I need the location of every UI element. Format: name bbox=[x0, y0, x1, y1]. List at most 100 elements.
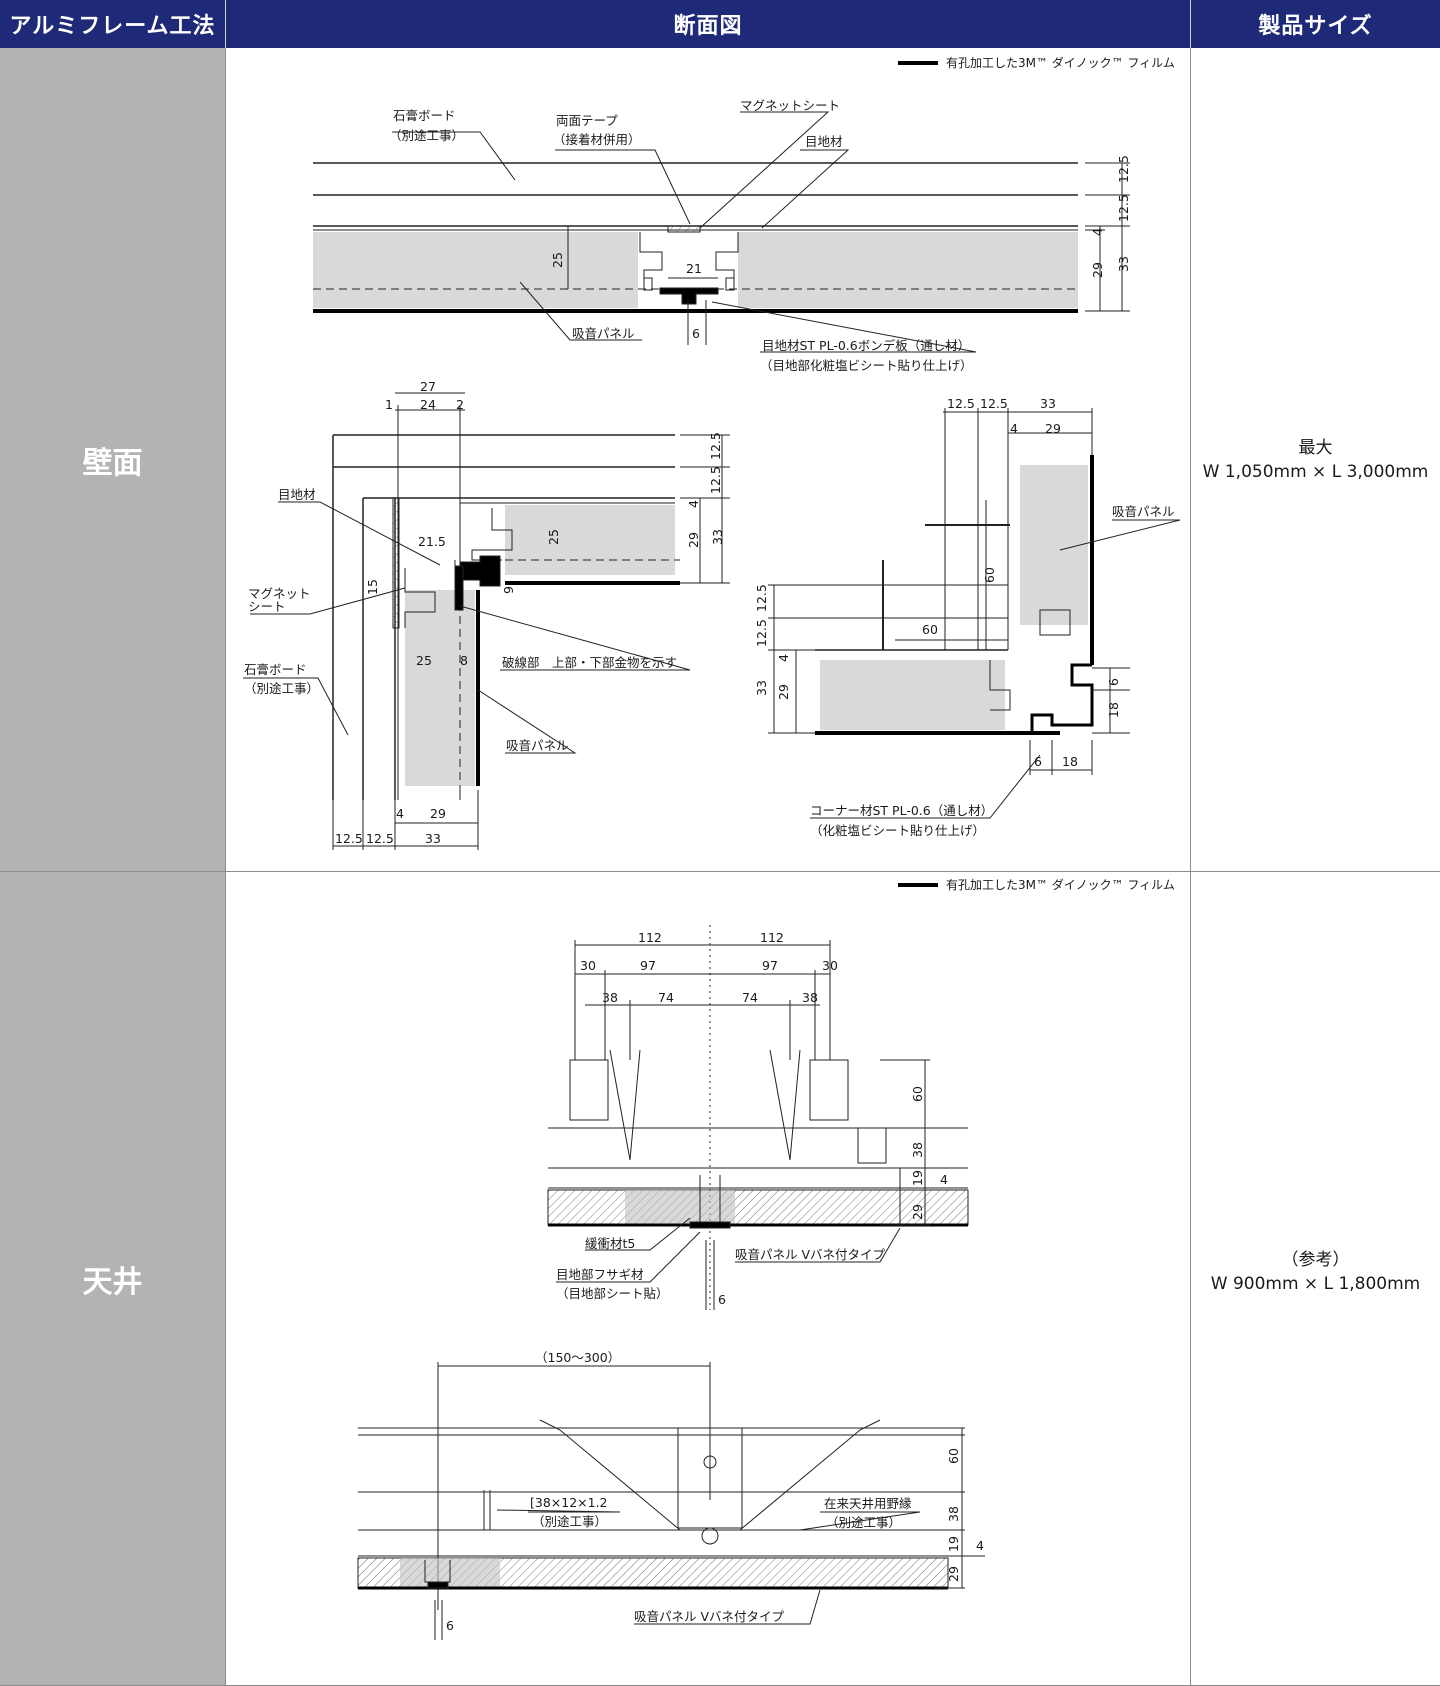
ceiling-section-cell bbox=[226, 872, 1191, 1686]
dim-wi-10: 21.5 bbox=[418, 534, 446, 549]
lbl-wi-panel: 吸音パネル bbox=[506, 738, 569, 753]
lbl-wo-corner-sub: （化粧塩ビシート貼り仕上げ） bbox=[810, 823, 985, 838]
dim-wi-12: 15 bbox=[365, 579, 380, 595]
dim-wi-8: 33 bbox=[710, 529, 725, 545]
dim-wi-15: 4 bbox=[396, 806, 404, 821]
lbl-joint-st: 目地材ST PL-0.6ボンデ板（通し材） bbox=[762, 338, 970, 353]
dim-wi-19: 33 bbox=[425, 831, 441, 846]
dim-wi-9: 25 bbox=[546, 529, 561, 545]
dim-wi-6: 4 bbox=[686, 500, 701, 508]
dim-ct-10: 60 bbox=[910, 1086, 925, 1102]
lbl-tape: 両面テープ bbox=[556, 113, 618, 128]
dim-wo-8: 12.5 bbox=[754, 584, 769, 612]
wall-size-line1: 最大 bbox=[1298, 438, 1333, 458]
lbl-wi-magnet1: マグネット bbox=[248, 586, 311, 601]
dim-wo-15: 6 bbox=[1034, 754, 1042, 769]
dim-wt-7: 6 bbox=[692, 326, 700, 341]
dim-ct-6: 38 bbox=[602, 990, 618, 1005]
dim-wo-16: 18 bbox=[1062, 754, 1078, 769]
dim-cb-range: （150〜300） bbox=[535, 1350, 620, 1365]
dim-wo-14: 18 bbox=[1106, 702, 1121, 718]
lbl-gypsum: 石膏ボード bbox=[393, 108, 456, 123]
dim-wi-18: 12.5 bbox=[366, 831, 394, 846]
lbl-wo-corner: コーナー材ST PL-0.6（通し材） bbox=[810, 803, 993, 818]
ceiling-bottom-labels: （150〜300） 60 38 19 4 29 6 [38×12×1.2 （別途… bbox=[446, 1350, 984, 1633]
dim-wi-16: 29 bbox=[430, 806, 446, 821]
dim-wi-0: 27 bbox=[420, 379, 436, 394]
dim-wo-11: 33 bbox=[754, 680, 769, 696]
lbl-wi-gypsum: 石膏ボード bbox=[244, 662, 307, 677]
lbl-wi-magnet2: シート bbox=[248, 599, 286, 614]
dim-ct-8: 74 bbox=[742, 990, 758, 1005]
dim-wo-2: 33 bbox=[1040, 396, 1056, 411]
lbl-cb-channel: [38×12×1.2 bbox=[530, 1495, 608, 1510]
dim-wo-4: 29 bbox=[1045, 421, 1061, 436]
dim-wo-5: 60 bbox=[982, 567, 997, 583]
dim-wt-3: 29 bbox=[1090, 262, 1105, 278]
wall-top-diagram bbox=[313, 111, 1130, 353]
dim-wt-4: 33 bbox=[1116, 256, 1131, 272]
lbl-ct-sheet: （目地部シート貼） bbox=[556, 1286, 669, 1301]
lbl-magnet: マグネットシート bbox=[740, 98, 840, 113]
lbl-cb-channel-sub: （別途工事） bbox=[532, 1514, 607, 1529]
dim-wt-0: 12.5 bbox=[1116, 155, 1131, 183]
dim-wi-17: 12.5 bbox=[335, 831, 363, 846]
dim-wi-11: 6 bbox=[501, 586, 516, 594]
ceiling-top-labels: 112 112 30 97 97 30 38 74 74 38 60 38 19… bbox=[556, 930, 948, 1307]
dim-wi-3: 2 bbox=[456, 397, 464, 412]
row-label-wall: 壁面 bbox=[0, 48, 226, 872]
dim-wo-12: 29 bbox=[776, 684, 791, 700]
dim-cb-3: 4 bbox=[976, 1538, 984, 1553]
header-method: アルミフレーム工法 bbox=[0, 0, 226, 48]
dim-ct-2: 30 bbox=[580, 958, 596, 973]
dim-wi-5: 12.5 bbox=[708, 466, 723, 494]
lbl-joint-st-sub: （目地部化粧塩ビシート貼り仕上げ） bbox=[760, 358, 973, 373]
lbl-joint: 目地材 bbox=[805, 134, 843, 149]
dim-wo-3: 4 bbox=[1010, 421, 1018, 436]
dim-ct-9: 38 bbox=[802, 990, 818, 1005]
ceiling-size-cell bbox=[1191, 872, 1440, 1686]
ceiling-size-line1: （参考） bbox=[1281, 1250, 1350, 1270]
dim-ct-11: 38 bbox=[910, 1142, 925, 1158]
lbl-cb-hanger-sub: （別途工事） bbox=[826, 1515, 901, 1530]
legend-ceiling-text: 有孔加工した3M™ ダイノック™ フィルム bbox=[946, 877, 1175, 892]
legend-wall: 有孔加工した3M™ ダイノック™ フィルム bbox=[898, 55, 1175, 70]
dim-wi-4: 12.5 bbox=[708, 432, 723, 460]
dim-ct-7: 74 bbox=[658, 990, 674, 1005]
dim-cb-4: 29 bbox=[946, 1566, 961, 1582]
dim-wi-1: 1 bbox=[385, 397, 393, 412]
ceiling-bottom-diagram bbox=[357, 1362, 985, 1640]
header-size: 製品サイズ bbox=[1191, 0, 1440, 48]
dim-wt-6: 21 bbox=[686, 261, 702, 276]
wall-size-cell bbox=[1191, 48, 1440, 872]
lbl-ct-panel: 吸音パネル Vバネ付タイプ bbox=[735, 1247, 886, 1262]
dim-ct-14: 29 bbox=[910, 1204, 925, 1220]
dim-wt-2: 4 bbox=[1090, 228, 1105, 236]
dim-cb-2: 19 bbox=[946, 1536, 961, 1552]
wall-top-labels: 石膏ボード （別途工事） 両面テープ （接着材併用） マグネットシート 目地材 … bbox=[389, 98, 1131, 373]
wall-corner-out-diagram bbox=[768, 408, 1181, 819]
legend-wall-text: 有孔加工した3M™ ダイノック™ フィルム bbox=[946, 55, 1175, 70]
lbl-wo-panel: 吸音パネル bbox=[1112, 504, 1175, 519]
lbl-panel: 吸音パネル bbox=[572, 326, 635, 341]
dim-cb-0: 60 bbox=[946, 1448, 961, 1464]
wall-corner-out-labels: 12.5 12.5 33 4 29 60 60 12.5 12.5 4 33 2… bbox=[754, 396, 1175, 838]
dim-ct-12: 19 bbox=[910, 1170, 925, 1186]
ceiling-size-line2: W 900mm × L 1,800mm bbox=[1210, 1274, 1421, 1294]
lbl-wi-joint: 目地材 bbox=[278, 487, 316, 502]
lbl-ct-fusagi: 目地部フサギ材 bbox=[556, 1267, 644, 1282]
dim-cb-5: 6 bbox=[446, 1618, 454, 1633]
dim-cb-1: 38 bbox=[946, 1506, 961, 1522]
lbl-wi-dashed: 破線部 上部・下部金物を示す bbox=[502, 655, 677, 670]
dim-wo-9: 12.5 bbox=[754, 619, 769, 647]
dim-ct-5: 30 bbox=[822, 958, 838, 973]
row-label-ceiling: 天井 bbox=[0, 872, 226, 1686]
dim-wo-6: 60 bbox=[922, 622, 938, 637]
dim-wt-5: 25 bbox=[550, 252, 565, 268]
dim-wi-14: 8 bbox=[460, 653, 468, 668]
dim-ct-4: 97 bbox=[762, 958, 778, 973]
dim-wi-2: 24 bbox=[420, 397, 436, 412]
lbl-gypsum-sub: （別途工事） bbox=[389, 128, 464, 143]
lbl-wi-gypsum-sub: （別途工事） bbox=[244, 681, 319, 696]
